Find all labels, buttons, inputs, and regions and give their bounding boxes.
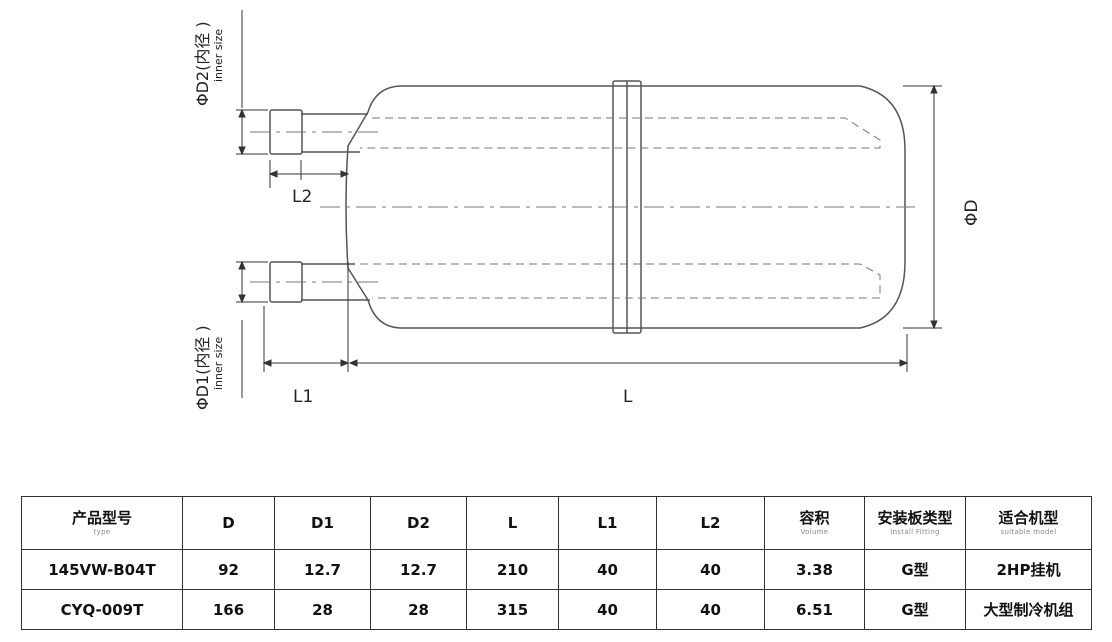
- table-cell: 40: [558, 549, 657, 590]
- table-cell: 12.7: [370, 549, 467, 590]
- table-cell: 28: [370, 589, 467, 630]
- l1-label: L1: [293, 387, 313, 407]
- table-cell: 40: [558, 589, 657, 630]
- hidden-lines: [250, 117, 915, 299]
- table-row: 145VW-B04T 92 12.7 12.7 210 40 40 3.38 G…: [21, 549, 1092, 590]
- l-label: L: [623, 387, 633, 407]
- header-cell: D: [182, 496, 275, 550]
- table-cell: 40: [656, 589, 765, 630]
- accumulator-drawing: ΦD2(内径 ) inner size ΦD1(内径 ) inner size …: [193, 10, 982, 410]
- d2-sub-label: inner size: [212, 29, 225, 82]
- table-cell: 210: [466, 549, 559, 590]
- table-cell: 166: [182, 589, 275, 630]
- table-cell: 3.38: [764, 549, 865, 590]
- header-cell: L1: [558, 496, 657, 550]
- table-row: CYQ-009T 166 28 28 315 40 40 6.51 G型 大型制…: [21, 589, 1092, 630]
- table-cell: G型: [864, 589, 966, 630]
- vessel-body: [345, 85, 906, 329]
- header-cell: L: [466, 496, 559, 550]
- table-cell: CYQ-009T: [21, 589, 183, 630]
- d1-label: ΦD1(内径 ): [193, 325, 212, 410]
- lower-pipe: [301, 263, 370, 301]
- header-cell: D2: [370, 496, 467, 550]
- table-cell: 40: [656, 549, 765, 590]
- table-cell: 6.51: [764, 589, 865, 630]
- table-cell: 12.7: [274, 549, 371, 590]
- d-label: ΦD: [962, 200, 982, 226]
- l2-label: L2: [292, 187, 312, 207]
- dimension-lines: [236, 10, 942, 398]
- table-cell: 大型制冷机组: [965, 589, 1092, 630]
- d2-label: ΦD2(内径 ): [193, 21, 212, 106]
- header-cell: D1: [274, 496, 371, 550]
- table-cell: 2HP挂机: [965, 549, 1092, 590]
- table-cell: 145VW-B04T: [21, 549, 183, 590]
- table-cell: 92: [182, 549, 275, 590]
- upper-pipe: [301, 113, 368, 153]
- header-cell: L2: [656, 496, 765, 550]
- d1-sub-label: inner size: [212, 337, 225, 390]
- table-cell: 315: [466, 589, 559, 630]
- table-cell: G型: [864, 549, 966, 590]
- table-cell: 28: [274, 589, 371, 630]
